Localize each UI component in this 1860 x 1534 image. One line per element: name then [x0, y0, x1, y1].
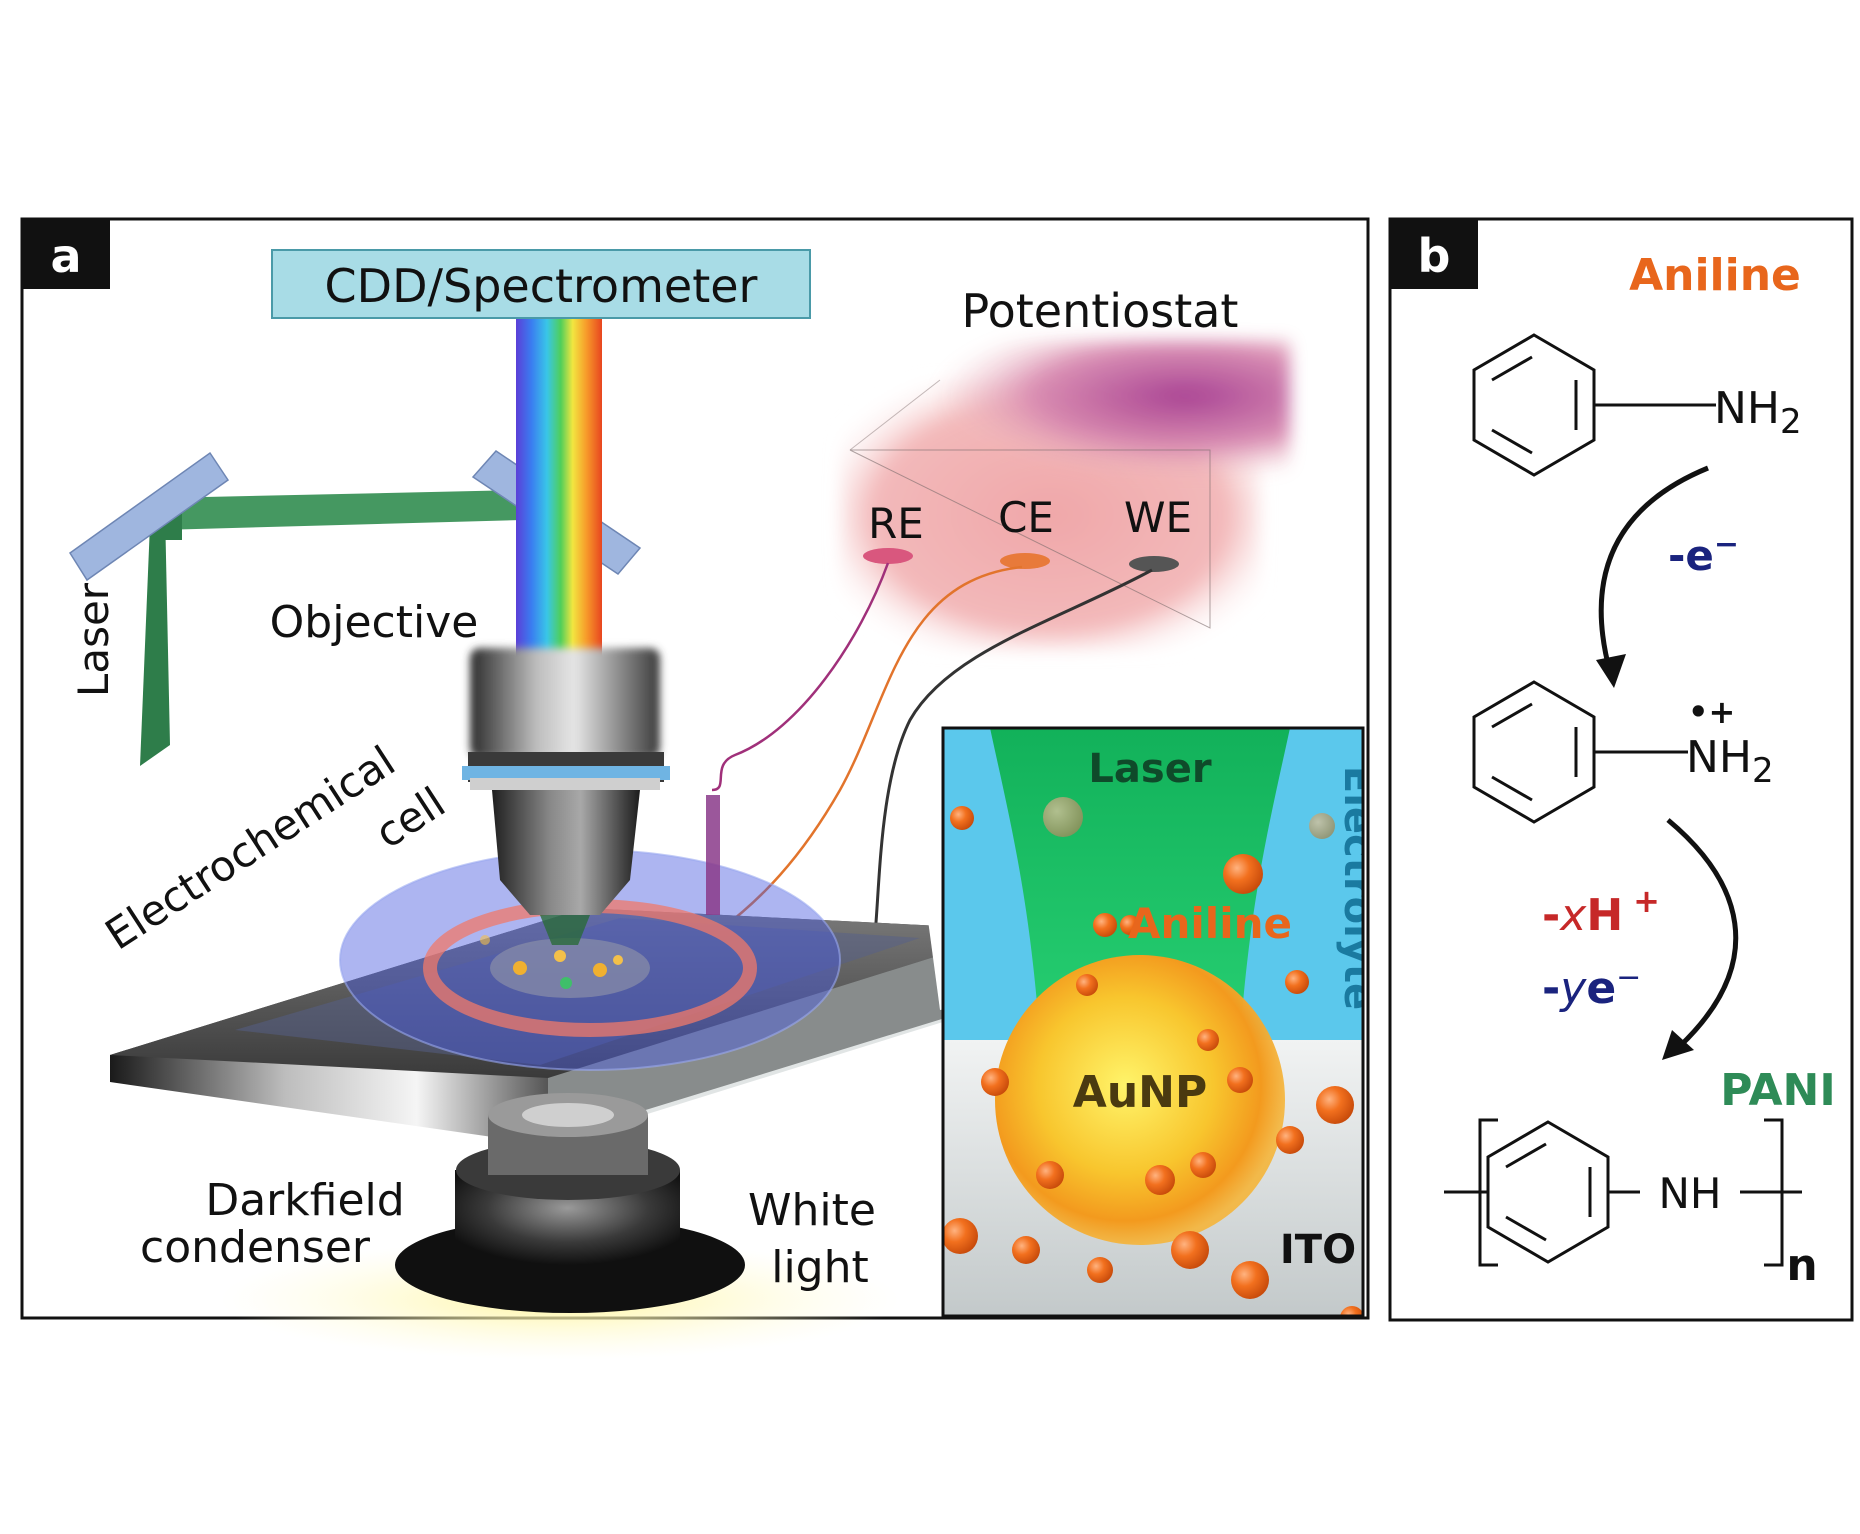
working-area	[490, 938, 650, 998]
pani-nh: NH	[1659, 1169, 1722, 1218]
reference-electrode	[706, 795, 720, 915]
pani-structure	[1444, 1118, 1802, 1267]
aniline-title: Aniline	[1629, 250, 1801, 301]
aniline-structure	[1472, 333, 1716, 477]
inset-laser-label: Laser	[1088, 746, 1211, 792]
inset-aunp-label: AuNP	[1073, 1067, 1207, 1118]
condenser-label-line2: condenser	[140, 1222, 371, 1273]
panel-a-tag-box	[22, 219, 110, 289]
darkfield-condenser	[395, 1093, 745, 1313]
ce-wire	[719, 565, 1023, 931]
inset-electrolyte-label: Electrolyte	[1335, 766, 1381, 1010]
re-label: RE	[868, 499, 924, 548]
re-wire	[711, 562, 890, 792]
radical-nh2: NH2	[1686, 732, 1774, 791]
step2-label: -xH+	[1542, 882, 1660, 941]
panel-b-tag: b	[1418, 229, 1451, 283]
panel-b-frame	[1388, 217, 1854, 1322]
inset-frame	[941, 726, 1365, 1318]
panel-b: b Aniline NH2 -e− NH2 •+ -xH+ -ye−	[1388, 217, 1854, 1322]
panel-a: Potentiostat RE CE WE Laser CDD/Spectrom…	[20, 217, 1381, 1360]
step1-label: -e−	[1668, 527, 1739, 580]
we-terminal	[1129, 556, 1179, 572]
pani-n: n	[1786, 1240, 1817, 1291]
step3-label: -ye−	[1542, 960, 1641, 1014]
panel-a-tag: a	[50, 229, 81, 283]
panel-b-tag-box	[1390, 219, 1478, 289]
aniline-nh2: NH2	[1714, 383, 1802, 442]
inset-aniline-label: Aniline	[1128, 899, 1292, 948]
ce-terminal	[1000, 553, 1050, 569]
oxidation-arrow-2-head	[1662, 1030, 1694, 1060]
laser-label: Laser	[69, 582, 118, 697]
ce-label: CE	[998, 493, 1054, 542]
radical-symbol: •+	[1688, 693, 1735, 731]
condenser-label-line1: Darkfield	[205, 1175, 404, 1226]
objective-lens	[462, 648, 670, 945]
we-wire	[873, 568, 1153, 936]
radical-cation-structure	[1472, 680, 1688, 824]
white-light-label-line2: light	[771, 1242, 869, 1293]
we-label: WE	[1124, 493, 1192, 542]
potentiostat-box	[840, 340, 1290, 650]
re-terminal	[863, 548, 913, 564]
spectrometer-box	[271, 249, 811, 319]
oxidation-arrow-2	[1666, 818, 1739, 1048]
white-light-label-line1: White	[748, 1185, 876, 1236]
spectrometer-label: CDD/Spectrometer	[325, 259, 758, 313]
inset-nanoparticle: Laser Aniline AuNP ITO Electrolyte	[943, 728, 1381, 1316]
objective-label: Objective	[270, 597, 479, 648]
potentiostat-label: Potentiostat	[962, 284, 1239, 338]
cell-particles	[480, 935, 623, 989]
oxidation-arrow-1	[1598, 465, 1709, 673]
inset-ito-label: ITO	[1280, 1227, 1356, 1273]
left-mirror	[68, 451, 230, 582]
pani-title: PANI	[1720, 1065, 1835, 1116]
spectrum-beam	[516, 318, 602, 688]
aniline-molecules	[943, 797, 1363, 1316]
oxidation-arrow-1-head	[1596, 654, 1626, 688]
